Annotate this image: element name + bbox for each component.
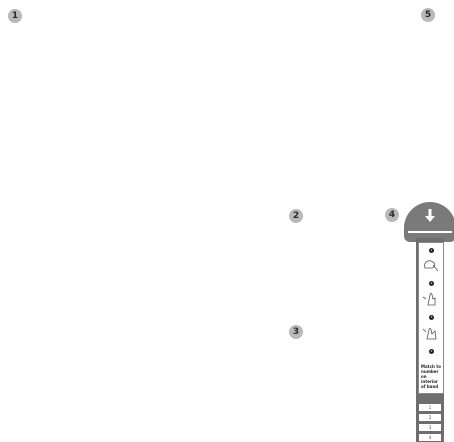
match-instruction-text: Match to number on interior of band xyxy=(421,364,441,389)
step-2-badge: 2 xyxy=(429,281,434,286)
step-1-badge: 1 xyxy=(429,248,434,253)
callout-1: 1 xyxy=(8,9,22,23)
size-label-4: 4 xyxy=(419,434,441,441)
callout-5: 5 xyxy=(421,8,435,22)
size-label-1: 1 xyxy=(419,404,441,411)
callout-2: 2 xyxy=(289,209,303,223)
strap-head xyxy=(404,202,454,242)
hand-insert-icon xyxy=(422,293,436,306)
arrow-down-icon xyxy=(425,209,435,222)
strap-loop-icon xyxy=(424,260,439,272)
hand-pull-icon xyxy=(422,328,437,340)
strap-divider xyxy=(408,231,452,233)
step-3-badge: 3 xyxy=(429,315,434,320)
wristband-strap: 1 2 3 4 Match to number on interior of b… xyxy=(404,196,454,442)
callout-4: 4 xyxy=(385,208,399,222)
callout-3: 3 xyxy=(289,325,303,339)
size-label-2: 2 xyxy=(419,414,441,421)
instruction-card: 1 2 3 4 Match to number on interior of b… xyxy=(418,242,444,394)
step-4-badge: 4 xyxy=(429,349,434,354)
size-label-3: 3 xyxy=(419,424,441,431)
